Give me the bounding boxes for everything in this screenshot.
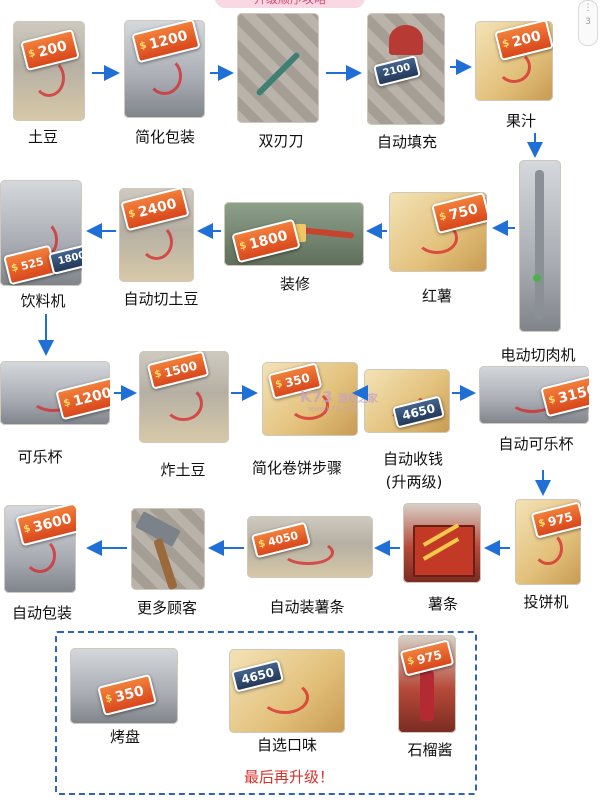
price-tag: $975 — [530, 501, 581, 539]
step-label-juice: 果汁 — [505, 112, 536, 130]
final-label-baking-tray: 烤盘 — [109, 728, 140, 746]
final-label-custom-flavor: 自选口味 — [256, 736, 317, 754]
step-card-tortilla-machine: $975 — [515, 499, 581, 585]
step-label-tortilla-machine: 投饼机 — [523, 593, 569, 611]
price-tag: $1200 — [55, 375, 110, 421]
price-tag: $200 — [494, 21, 553, 62]
price-tag: 2100 — [372, 55, 421, 87]
price-tag: $1800 — [231, 218, 301, 264]
step-label-potato: 土豆 — [27, 128, 58, 146]
final-card-custom-flavor: 4650 — [229, 649, 345, 733]
price-tag: $200 — [20, 28, 81, 72]
price-tag: $975 — [399, 639, 455, 677]
step-label-simplified-packing: 简化包装 — [134, 128, 195, 146]
final-card-pomegranate-sauce: $975 — [398, 635, 456, 733]
step-label-cola-cup: 可乐杯 — [17, 448, 63, 466]
step-label-auto-cash: 自动收钱 — [382, 450, 443, 468]
final-card-baking-tray: $350 — [70, 648, 178, 724]
step-card-auto-cola-cup: $3150 — [479, 366, 589, 424]
step-card-fried-potato: $1500 — [139, 351, 229, 443]
step-card-simplified-packing: $1200 — [124, 20, 205, 118]
step-label-sweet-potato: 红薯 — [421, 287, 452, 305]
step-label-auto-cash-note: (升两级) — [385, 473, 443, 491]
step-label-simplified-wrap: 简化卷饼步骤 — [251, 459, 342, 477]
step-card-juice: $200 — [475, 21, 553, 101]
step-card-sweet-potato: $750 — [389, 192, 487, 272]
price-tag: $525 — [3, 244, 57, 286]
step-card-potato: $200 — [13, 21, 85, 121]
step-label-fries: 薯条 — [427, 595, 458, 613]
price-tag: $750 — [431, 192, 487, 235]
step-label-more-customers: 更多顾客 — [136, 599, 197, 617]
final-label-pomegranate-sauce: 石榴酱 — [407, 741, 453, 759]
page-indicator[interactable]: ⋮3 — [578, 0, 598, 46]
step-label-auto-fill: 自动填充 — [376, 133, 437, 151]
step-card-auto-cut-potato: $2400 — [119, 188, 194, 282]
step-card-decoration: $1800 — [224, 202, 364, 266]
step-label-electric-slicer: 电动切肉机 — [500, 346, 576, 364]
step-label-decoration: 装修 — [279, 275, 310, 293]
watermark-logo: K73 游戏之家 — [300, 388, 378, 406]
step-card-simplified-wrap: $350 — [262, 362, 358, 436]
step-label-fried-potato: 炸土豆 — [160, 461, 206, 479]
step-label-auto-fries: 自动装薯条 — [269, 598, 345, 616]
step-label-drink-machine: 饮料机 — [20, 292, 66, 310]
step-card-drink-machine: $525 1800 — [0, 180, 82, 286]
step-label-double-knife: 双刃刀 — [258, 132, 304, 150]
step-card-auto-fries: $4050 — [247, 516, 373, 578]
step-card-cola-cup: $1200 — [0, 361, 110, 425]
step-card-double-knife — [237, 13, 319, 123]
step-label-auto-cola-cup: 自动可乐杯 — [498, 435, 574, 453]
step-card-auto-fill: 2100 — [367, 13, 445, 125]
step-card-more-customers — [131, 508, 205, 590]
step-card-fries — [403, 503, 481, 583]
price-tag: $3600 — [15, 505, 76, 547]
step-label-auto-packing: 自动包装 — [11, 604, 72, 622]
final-note: 最后再升级！ — [243, 768, 334, 786]
final-upgrade-group — [55, 631, 477, 795]
price-tag: $3150 — [540, 372, 589, 418]
step-label-auto-cut-potato: 自动切土豆 — [123, 290, 199, 308]
step-card-auto-cash: 4650 — [364, 369, 450, 433]
page-title: 升级顺序攻略 — [215, 0, 365, 8]
step-card-auto-packing: $3600 — [4, 505, 76, 593]
step-card-electric-slicer — [519, 160, 561, 332]
watermark-url: www.k73.com — [308, 405, 357, 413]
price-tag: $1500 — [146, 351, 210, 390]
